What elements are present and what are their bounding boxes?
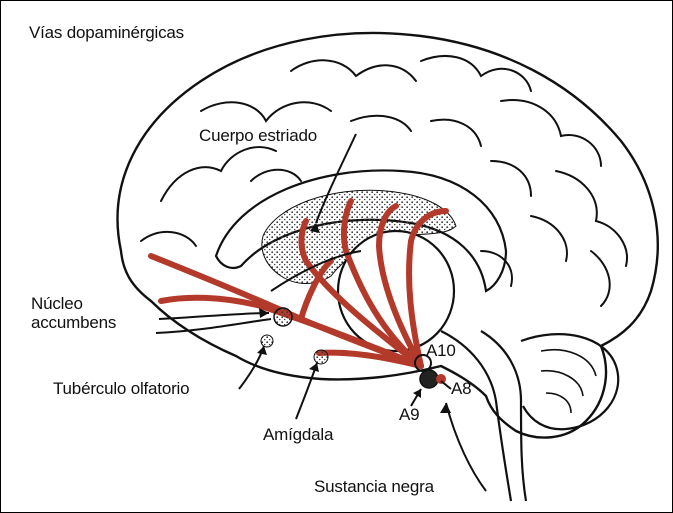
label-accumbens: accumbens: [31, 313, 117, 332]
label-nucleo-accumbens: Núcleo accumbens: [31, 294, 116, 332]
brain-outline: [116, 31, 659, 439]
label-tuberculo-olfatorio: Tubérculo olfatorio: [53, 379, 190, 398]
label-nucleo: Núcleo: [31, 294, 83, 313]
label-sustancia-negra: Sustancia negra: [314, 477, 434, 496]
label-a10: A10: [426, 341, 456, 360]
cerebellum-folia: [540, 349, 597, 414]
arrow-heads: [257, 223, 451, 413]
brainstem: [440, 330, 528, 502]
diagram-title: Vías dopaminérgicas: [29, 23, 184, 42]
cortex-gyri: [140, 55, 628, 307]
label-amigdala: Amígdala: [263, 425, 334, 444]
cerebellum: [520, 333, 620, 431]
label-a8: A8: [451, 379, 472, 398]
nuclei-clusters: [260, 307, 446, 389]
label-cuerpo-estriado: Cuerpo estriado: [199, 126, 317, 145]
label-leaders: [155, 133, 487, 492]
label-a9: A9: [399, 405, 420, 424]
thalamus: [336, 229, 456, 353]
dopamine-pathways: [148, 198, 449, 369]
